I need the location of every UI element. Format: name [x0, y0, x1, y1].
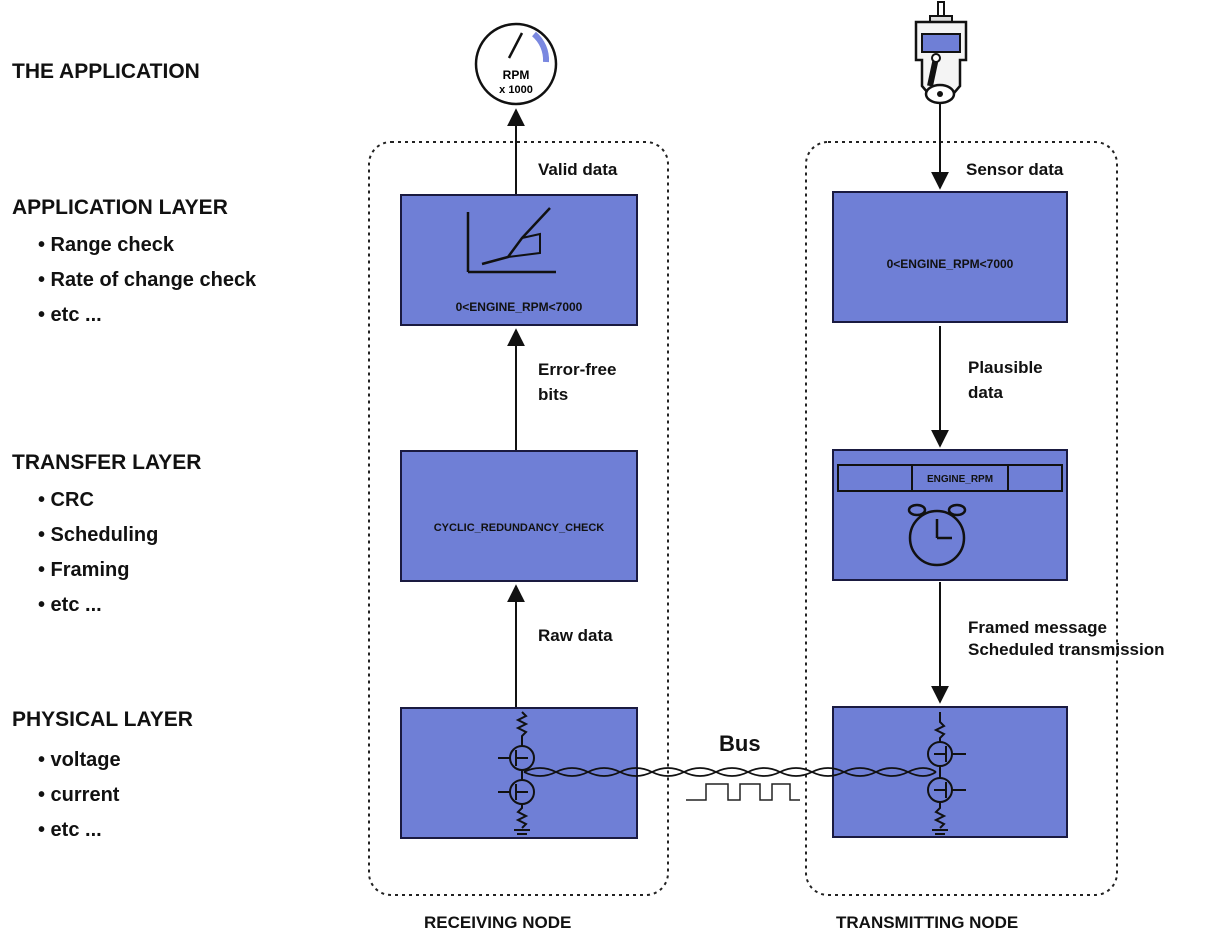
receiving-node-frame	[368, 141, 669, 896]
transistor-icon	[498, 711, 535, 835]
crc-text: CYCLIC_REDUNDANCY_CHECK	[434, 522, 605, 534]
stopwatch-icon	[907, 503, 967, 567]
gauge-scale-text: x 1000	[499, 84, 533, 96]
graph-icon	[466, 207, 556, 274]
application-layer-item: • Rate of change check	[38, 269, 257, 291]
error-free-label: Error-free	[538, 360, 617, 379]
transmitting-node-label: TRANSMITTING NODE	[836, 913, 1019, 932]
physical-layer-item: • voltage	[38, 749, 121, 771]
transmitting-application-box: 0<ENGINE_RPM<7000	[832, 191, 1068, 323]
transmitting-node-frame	[805, 141, 1118, 896]
the-application-title: THE APPLICATION	[12, 60, 200, 83]
physical-layer-item: • etc ...	[38, 819, 102, 841]
frame-field	[911, 464, 1009, 492]
gauge-rpm-text: RPM	[503, 68, 530, 82]
error-free-bits-label: bits	[538, 385, 569, 404]
transmitting-physical-box	[832, 706, 1068, 838]
application-layer-item: • etc ...	[38, 304, 102, 326]
gauge-accent-arc	[531, 31, 550, 63]
gauge-needle	[507, 32, 524, 59]
transfer-layer-title: TRANSFER LAYER	[12, 451, 202, 474]
application-layer-item: • Range check	[38, 234, 174, 256]
transmitting-range-text: 0<ENGINE_RPM<7000	[887, 257, 1014, 271]
receiving-node-label: RECEIVING NODE	[424, 913, 572, 932]
physical-layer-item: • current	[38, 784, 120, 806]
bus-twisted-pair	[523, 767, 937, 777]
receiving-transfer-box: CYCLIC_REDUNDANCY_CHECK	[400, 450, 638, 582]
framed-message-label: Framed message	[968, 618, 1107, 637]
bus-label: Bus	[719, 731, 761, 756]
receiving-range-text: 0<ENGINE_RPM<7000	[456, 300, 583, 314]
valid-data-label: Valid data	[538, 160, 618, 179]
sensor-data-label: Sensor data	[966, 160, 1064, 179]
application-layer-title: APPLICATION LAYER	[12, 196, 228, 219]
transfer-layer-item: • Scheduling	[38, 524, 159, 546]
transfer-layer-item: • CRC	[38, 489, 94, 511]
physical-layer-title: PHYSICAL LAYER	[12, 708, 193, 731]
engine-piston-icon	[914, 1, 968, 105]
transfer-layer-item: • Framing	[38, 559, 130, 581]
scheduled-transmission-label: Scheduled transmission	[968, 640, 1165, 659]
frame-field-text: ENGINE_RPM	[927, 474, 993, 485]
plausible-data-label: data	[968, 383, 1003, 402]
bus-signal-wave	[686, 783, 800, 801]
raw-data-label: Raw data	[538, 626, 613, 645]
rpm-gauge-icon: RPM x 1000	[474, 22, 558, 106]
transmitting-transfer-box: ENGINE_RPM	[832, 449, 1068, 581]
receiving-physical-box	[400, 707, 638, 839]
transistor-icon	[927, 712, 966, 835]
transfer-layer-item: • etc ...	[38, 594, 102, 616]
plausible-label: Plausible	[968, 358, 1043, 377]
receiving-application-box: 0<ENGINE_RPM<7000	[400, 194, 638, 326]
